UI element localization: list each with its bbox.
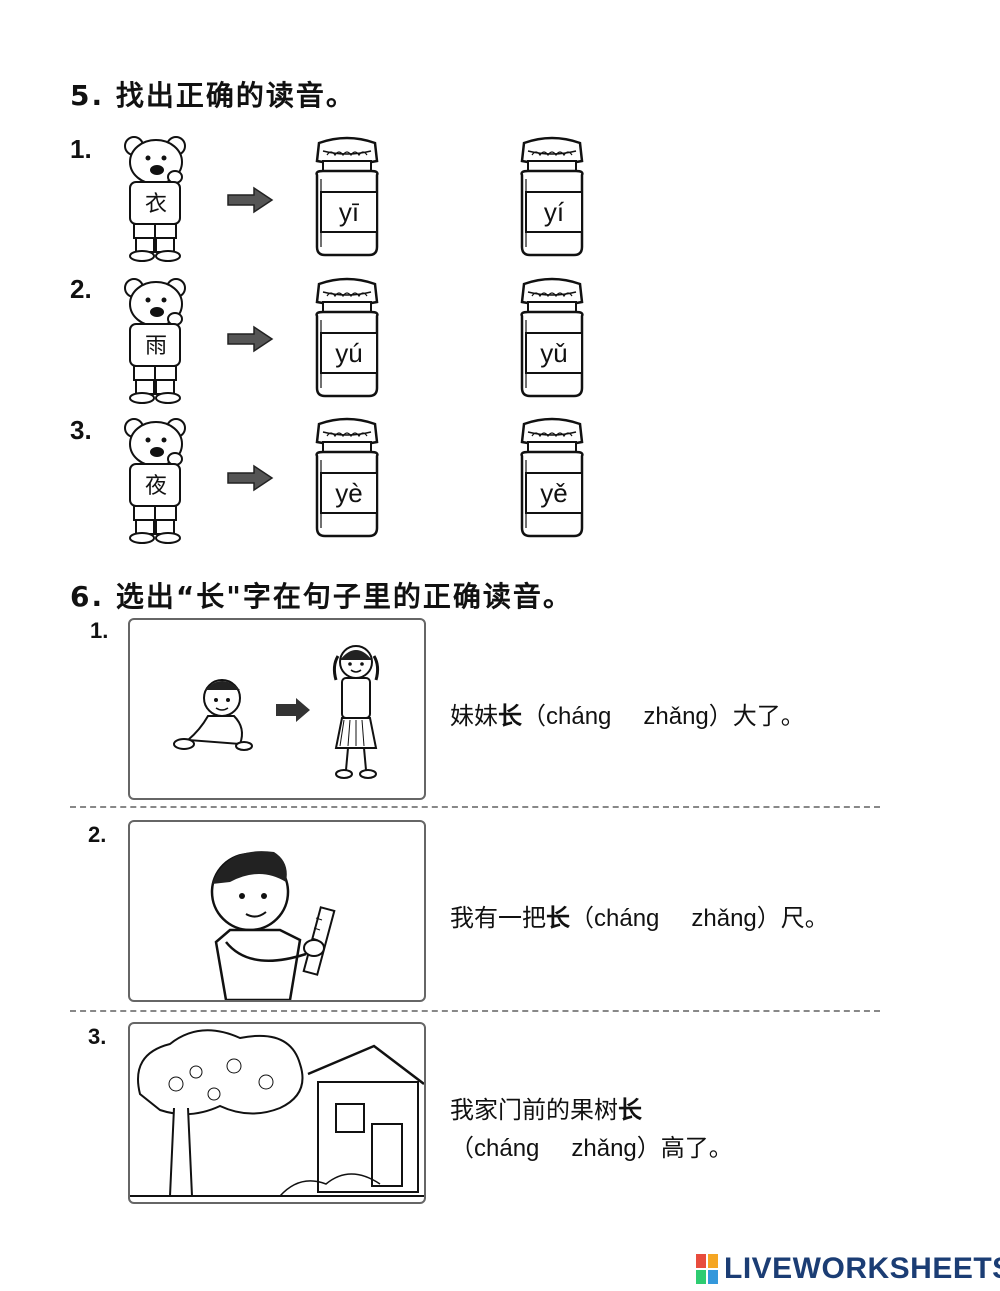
pinyin-option-1[interactable]: cháng xyxy=(474,1135,540,1162)
picture-frame xyxy=(128,618,426,800)
picture-frame xyxy=(128,1022,426,1204)
jar-label: yí xyxy=(525,191,583,233)
jar-option[interactable]: yè xyxy=(307,416,387,541)
sentence-line-2: （cháng zhǎng）高了。 xyxy=(450,1128,733,1163)
sentence: 我有一把长（cháng zhǎng）尺。 xyxy=(450,898,829,933)
arrow-right-icon xyxy=(227,465,273,491)
jar-option[interactable]: yǔ xyxy=(512,276,592,401)
section5-title: 5. 找出正确的读音。 xyxy=(70,79,356,112)
sentence-line-1: 我家门前的果树长 xyxy=(450,1090,642,1125)
bear-illustration: 雨 xyxy=(118,274,194,404)
bear-illustration: 夜 xyxy=(118,414,194,544)
bear-illustration: 衣 xyxy=(118,132,194,262)
question-number: 2. xyxy=(70,274,92,304)
open-paren: （ xyxy=(522,702,546,730)
bear-character: 衣 xyxy=(144,192,167,217)
key-character: 长 xyxy=(498,702,522,730)
tree-and-house-illustration xyxy=(130,1029,425,1197)
close-paren: ） xyxy=(636,1134,661,1162)
pinyin-option-2[interactable]: zhǎng xyxy=(691,905,757,932)
key-character: 长 xyxy=(618,1096,642,1124)
question-number: 3. xyxy=(70,415,92,445)
sentence-after: 高了。 xyxy=(660,1134,733,1162)
sentence-before: 我有一把 xyxy=(450,904,546,932)
open-paren: （ xyxy=(570,904,594,932)
sentence-after: 大了。 xyxy=(732,702,805,730)
divider xyxy=(70,806,880,808)
jar-option[interactable]: yú xyxy=(307,276,387,401)
pinyin-option-1[interactable]: cháng xyxy=(546,703,612,730)
baby-to-girl-illustration xyxy=(173,645,380,779)
jar-label: yī xyxy=(320,191,378,233)
sentence-after: 尺。 xyxy=(780,904,829,932)
question-number: 1. xyxy=(90,618,109,643)
boy-with-ruler-illustration xyxy=(210,851,336,1002)
section6-title: 6. 选出“长"字在句子里的正确读音。 xyxy=(70,580,573,613)
key-character: 长 xyxy=(546,904,570,932)
sentence: 妹妹长（cháng zhǎng）大了。 xyxy=(450,696,805,731)
pinyin-option-2[interactable]: zhǎng xyxy=(643,703,709,730)
jar-label: yú xyxy=(320,332,378,374)
sentence-before: 我家门前的果树 xyxy=(450,1096,618,1124)
question-number: 3. xyxy=(88,1024,107,1049)
picture-frame xyxy=(128,820,426,1002)
jar-option[interactable]: yī xyxy=(307,135,387,260)
bear-character: 雨 xyxy=(144,334,167,359)
jar-option[interactable]: yí xyxy=(512,135,592,260)
logo-text: LIVEWORKSHEETS xyxy=(724,1252,1000,1285)
arrow-right-icon xyxy=(227,326,273,352)
sentence-before: 妹妹 xyxy=(450,702,498,730)
arrow-right-icon xyxy=(227,187,273,213)
pinyin-option-2[interactable]: zhǎng xyxy=(571,1135,637,1162)
jar-label: yě xyxy=(525,472,583,514)
jar-label: yǔ xyxy=(525,332,583,374)
liveworksheets-logo: LIVEWORKSHEETS xyxy=(696,1252,1000,1286)
jar-option[interactable]: yě xyxy=(512,416,592,541)
logo-icon xyxy=(696,1254,718,1284)
close-paren: ） xyxy=(756,904,781,932)
divider xyxy=(70,1010,880,1012)
close-paren: ） xyxy=(708,702,733,730)
question-number: 1. xyxy=(70,134,92,164)
jar-label: yè xyxy=(320,472,378,514)
open-paren: （ xyxy=(450,1134,474,1162)
question-number: 2. xyxy=(88,822,107,847)
pinyin-option-1[interactable]: cháng xyxy=(594,905,660,932)
bear-character: 夜 xyxy=(144,474,167,499)
